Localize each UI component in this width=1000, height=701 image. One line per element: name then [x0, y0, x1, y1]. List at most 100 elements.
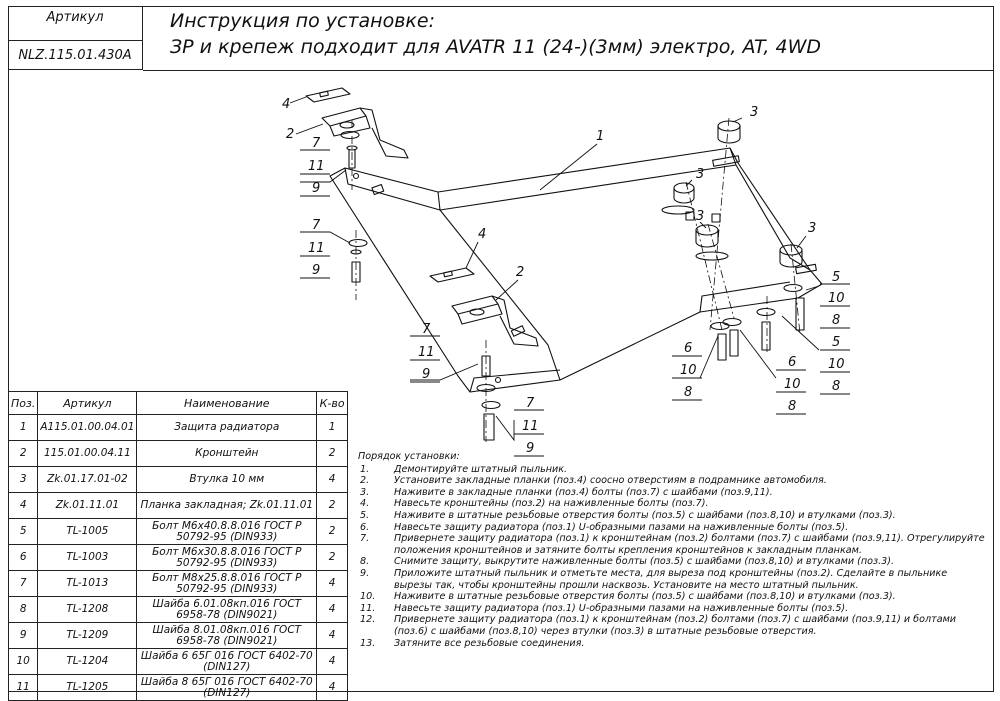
cell-qty: 2 [316, 492, 348, 519]
step-text: Навесьте защиту радиатора (поз.1) U-обра… [394, 602, 849, 614]
cell-name: Шайба 8 65Г 016 ГОСТ 6402-70 (DIN127) [136, 674, 318, 701]
callout-1: 1 [596, 129, 604, 144]
list-item: 10.Наживите в штатные резьбовые отверсти… [356, 591, 986, 603]
callout-8-c: 8 [684, 385, 692, 400]
callout-frames [300, 149, 850, 457]
cell-qty: 4 [316, 570, 348, 597]
callout-4-middle: 4 [478, 227, 486, 242]
col-header-name: Наименование [136, 391, 318, 415]
cell-article: TL-1209 [37, 622, 138, 649]
cell-qty: 2 [316, 440, 348, 467]
callout-5-a: 5 [832, 270, 840, 285]
step-text: Навесьте кронштейны (поз.2) на наживленн… [394, 498, 709, 510]
col-header-qty: К-во [316, 391, 348, 415]
guard-plate [329, 147, 823, 393]
list-item: 9.Приложите штатный пыльник и отметьте м… [356, 568, 986, 591]
article-divider [8, 40, 142, 41]
list-item: 3.Наживите в закладные планки (поз.4) бо… [356, 487, 986, 499]
cell-qty: 4 [316, 622, 348, 649]
step-number: 1. [360, 463, 370, 475]
list-item: 4. Навесьте кронштейны (поз.2) на наживле… [356, 498, 986, 510]
callout-9-d: 9 [526, 441, 534, 456]
cell-qty: 4 [316, 674, 348, 701]
cell-article: TL-1003 [37, 544, 138, 571]
cell-name: Шайба 6.01.08кп.016 ГОСТ 6958-78 (DIN902… [136, 596, 318, 623]
cell-qty: 2 [316, 544, 348, 571]
callout-6-b: 6 [788, 355, 796, 370]
list-item: 6.Навесьте защиту радиатора (поз.1) U-об… [356, 522, 986, 534]
cell-qty: 4 [316, 466, 348, 493]
callout-8-b: 8 [832, 379, 840, 394]
step-number: 9. [360, 567, 370, 579]
step-number: 4. [360, 498, 370, 510]
cell-qty: 4 [316, 648, 348, 675]
cell-pos: 2 [7, 440, 39, 467]
callout-9-a: 9 [312, 181, 320, 196]
cell-qty: 4 [316, 596, 348, 623]
cell-pos: 5 [7, 518, 39, 545]
cell-article: TL-1205 [37, 674, 138, 701]
cell-name: Планка закладная; Zk.01.11.01 [136, 492, 318, 519]
callout-2-middle: 2 [516, 265, 524, 280]
callout-6-a: 6 [684, 341, 692, 356]
cell-pos: 1 [7, 414, 39, 441]
bushings [661, 120, 803, 268]
cell-pos: 11 [7, 674, 39, 701]
title-divider [143, 70, 994, 71]
callout-7-d: 7 [526, 396, 535, 411]
cell-article: TL-1204 [37, 648, 138, 675]
bracket-middle [451, 295, 539, 347]
center-lines [351, 117, 801, 442]
callout-9-b: 9 [312, 263, 320, 278]
cell-article: Zk.01.17.01-02 [37, 466, 138, 493]
col-header-pos: Поз. [7, 391, 39, 415]
cell-name: Болт М6х40.8.8.016 ГОСТ Р 50792-95 (DIN9… [136, 518, 318, 545]
callout-11-b: 11 [308, 241, 325, 256]
step-text: Затяните все резьбовые соединения. [394, 637, 585, 649]
title-line-1: Инструкция по установке: [170, 10, 435, 32]
callout-3-b: 3 [696, 167, 704, 182]
strip-upper [305, 87, 351, 103]
callout-7-a: 7 [312, 136, 321, 151]
callout-5-b: 5 [832, 335, 840, 350]
callout-3-d: 3 [808, 221, 816, 236]
callout-11-a: 11 [308, 159, 325, 174]
callout-10-d: 10 [784, 377, 801, 392]
drawing-sheet-frame [8, 6, 994, 692]
callout-3-a: 3 [750, 105, 758, 120]
cell-article: A115.01.00.04.01 [37, 414, 138, 441]
list-item: 13.Затяните все резьбовые соединения. [356, 638, 986, 650]
cell-article: TL-1013 [37, 570, 138, 597]
cell-qty: 1 [316, 414, 348, 441]
step-text: Навесьте защиту радиатора (поз.1) U-обра… [394, 521, 849, 533]
callout-10-a: 10 [828, 291, 845, 306]
col-header-article: Артикул [37, 391, 138, 415]
step-text: Установите закладные планки (поз.4) соос… [394, 475, 827, 487]
cell-pos: 7 [7, 570, 39, 597]
callout-10-c: 10 [680, 363, 697, 378]
step-number: 7. [360, 533, 370, 545]
list-item: 7. Привернете защиту радиатора (поз.1) к … [356, 533, 986, 556]
step-text: Привернете защиту радиатора (поз.1) к кр… [394, 533, 985, 556]
callout-10-b: 10 [828, 357, 845, 372]
step-number: 8. [360, 556, 370, 568]
callout-7-c: 7 [422, 322, 431, 337]
callout-2-upper: 2 [286, 127, 294, 142]
title-line-2: ЗР и крепеж подходит для AVATR 11 (24-)(… [170, 36, 821, 58]
steps-heading: Порядок установки: [358, 451, 460, 462]
list-item: 2.Установите закладные планки (поз.4) со… [356, 475, 986, 487]
cell-name: Втулка 10 мм [136, 466, 318, 493]
step-text: Привернете защиту радиатора (поз.1) к кр… [394, 614, 957, 637]
step-number: 10. [360, 591, 376, 603]
list-item: 12.Привернете защиту радиатора (поз.1) к… [356, 614, 986, 637]
